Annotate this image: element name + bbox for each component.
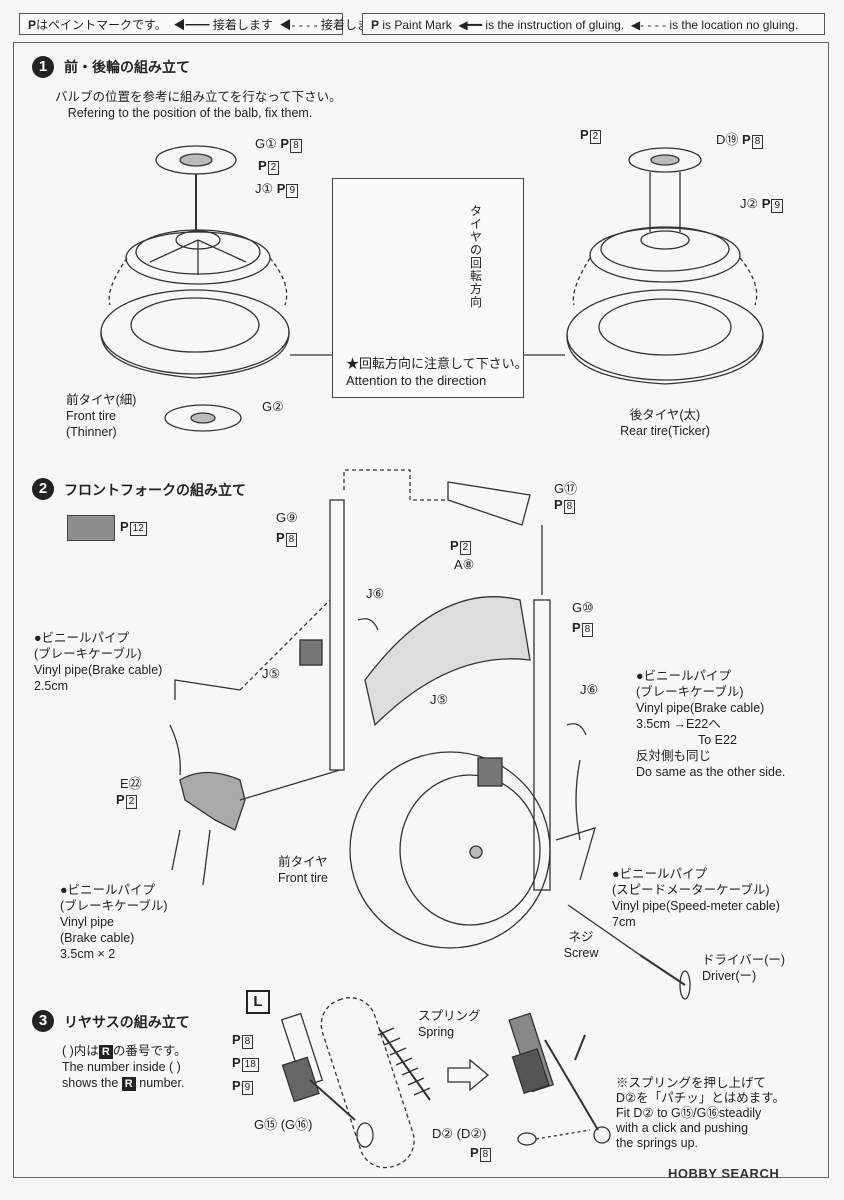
- legend-english: P is Paint Mark ◀━━ is the instruction o…: [362, 13, 825, 35]
- front-tire-label-thinner: (Thinner): [66, 425, 117, 439]
- vinyl-pipe-bottom-label: ●ビニールパイプ(ブレーキケーブル) Vinyl pipe(Brake cabl…: [60, 883, 168, 961]
- part-j5-left: J⑤: [262, 666, 281, 681]
- step-title-rear-suspension: リヤサスの組み立て: [64, 1014, 190, 1030]
- step-number-1: 1: [32, 56, 54, 78]
- vinyl-pipe-left-label: ●ビニールパイプ(ブレーキケーブル) Vinyl pipe(Brake cabl…: [34, 631, 163, 693]
- rear-tire-label-en: Rear tire(Ticker): [620, 424, 710, 438]
- step1-note-en: Refering to the position of the balb, fi…: [67, 106, 313, 120]
- vinyl-pipe-right-label: ●ビニールパイプ(ブレーキケーブル) Vinyl pipe(Brake cabl…: [636, 669, 786, 779]
- front-wheel-drawing: [100, 145, 290, 432]
- driver-label: ドライバー(ー)Driver(ー): [702, 953, 786, 983]
- part-j6-left: J⑥: [366, 586, 385, 601]
- vinyl-pipe-speed-label: ●ビニールパイプ(スピードメーターケーブル) Vinyl pipe(Speed-…: [612, 867, 780, 929]
- part-a8: A⑧: [454, 557, 475, 572]
- left-side-marker: L: [246, 990, 270, 1014]
- step-title-front-fork: フロントフォークの組み立て: [64, 482, 246, 498]
- front-tire-label-jp: 前タイヤ(細): [66, 393, 137, 407]
- instruction-frame: [13, 42, 829, 1178]
- front-fork-drawing: [169, 469, 691, 1000]
- part-g15-g16: G⑮ (G⑯): [254, 1117, 313, 1132]
- part-e22: E㉒: [120, 776, 142, 791]
- part-g2: G②: [262, 399, 284, 414]
- step-title-wheels: 前・後輪の組み立て: [64, 59, 190, 75]
- part-j5-mid: J⑤: [430, 692, 449, 707]
- rear-suspension-drawing: [280, 997, 611, 1169]
- callout-vertical-text: タイヤの回転方向: [470, 204, 483, 309]
- legend-japanese: Pはペイントマークです。 ◀━━ 接着します ◀- - - - 接着しません: [19, 13, 393, 35]
- step-number-3: 3: [32, 1010, 54, 1032]
- part-g10: G⑩: [572, 600, 594, 615]
- step-number-2: 2: [32, 478, 54, 500]
- part-d2: D② (D②): [432, 1126, 487, 1141]
- watermark: HOBBY SEARCH: [668, 1166, 780, 1181]
- part-g17: G⑰: [554, 481, 578, 496]
- direction-callout-box: [332, 178, 524, 398]
- rear-wheel-drawing: [566, 147, 764, 385]
- front-tire-label-en: Front tire: [66, 409, 117, 423]
- part-g9: G⑨: [276, 510, 298, 525]
- part-j6-right: J⑥: [580, 682, 599, 697]
- paint-swatch: [67, 515, 115, 541]
- rear-tire-label-jp: 後タイヤ(太): [629, 408, 701, 422]
- step1-note-jp: バルブの位置を参考に組み立てを行なって下さい。: [55, 90, 342, 104]
- callout-text: ★回転方向に注意して下さい。 Attention to the directio…: [346, 356, 528, 388]
